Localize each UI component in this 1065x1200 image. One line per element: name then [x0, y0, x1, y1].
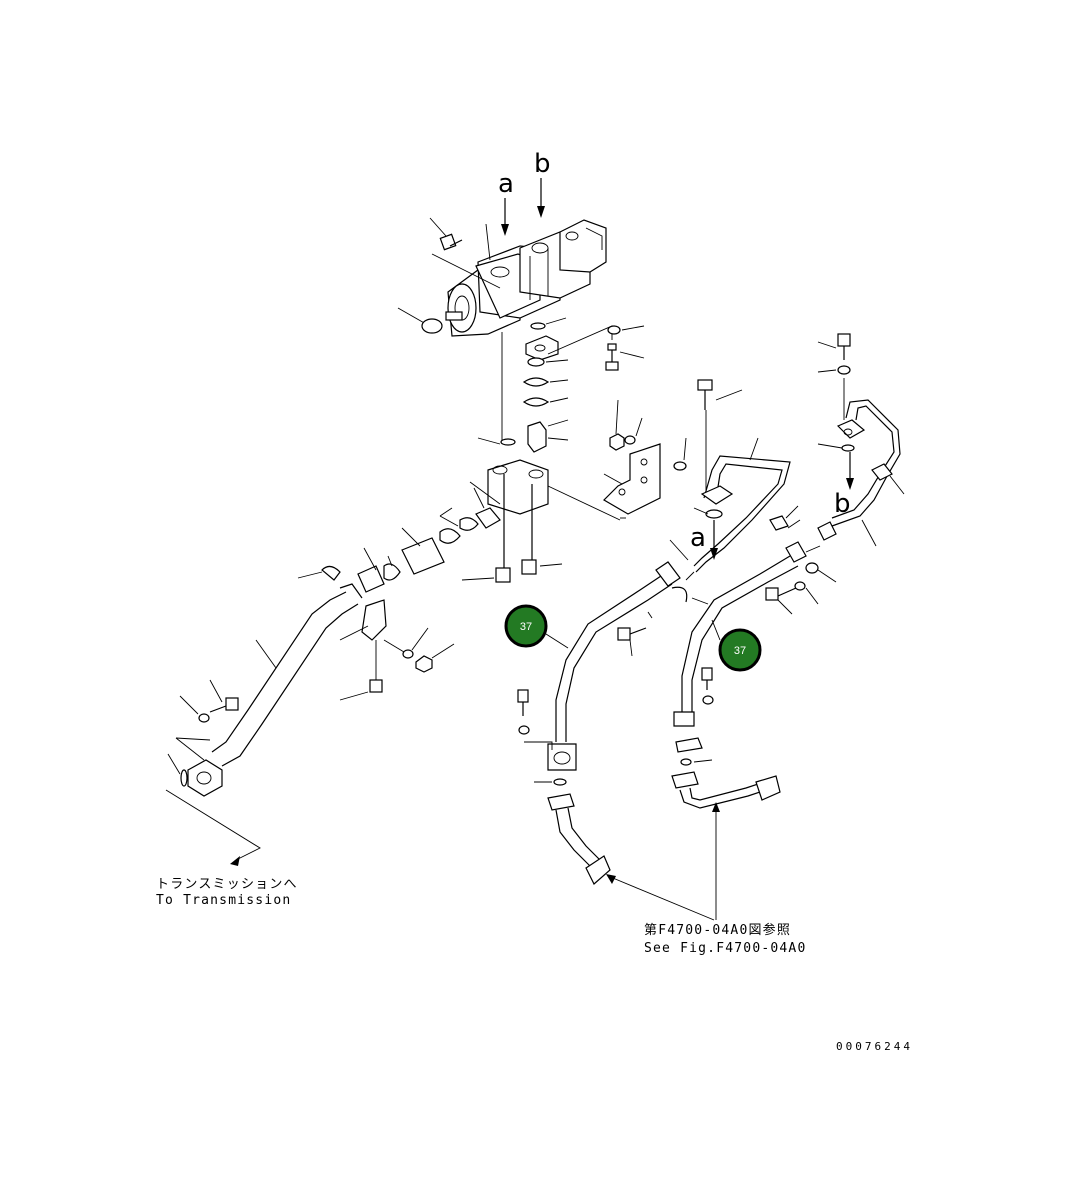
figure-number: 00076244	[836, 1040, 913, 1053]
arrow-a-lower-label: a	[690, 523, 706, 553]
right-top-pipe	[817, 333, 905, 547]
arrow-b-lower: b	[834, 452, 854, 519]
support-bracket	[469, 459, 621, 580]
arrow-a-top: a	[498, 169, 514, 236]
callout-37-right[interactable]: 37	[718, 628, 762, 672]
lower-pipe-right	[671, 771, 781, 809]
pump-assembly	[445, 219, 607, 337]
hose-right	[673, 541, 837, 766]
callout-37-left[interactable]: 37	[504, 604, 548, 648]
bracket-bolt-right	[521, 559, 563, 575]
arrow-b-top: b	[534, 149, 551, 218]
loop-pipe	[693, 437, 791, 573]
arrow-b-top-label: b	[534, 149, 551, 179]
outlet-flange-set	[477, 317, 613, 453]
callout-37-left-label: 37	[520, 621, 532, 633]
flange-bolt-1	[605, 343, 645, 371]
pipe-bolt-upper	[697, 379, 743, 490]
callout-37-right-label: 37	[734, 645, 746, 657]
see-fig-leaders	[606, 802, 720, 921]
pump-bolt	[429, 217, 463, 251]
lower-pipe-left	[547, 793, 611, 885]
pipe-bracket-left	[339, 599, 455, 701]
hose-left	[517, 539, 709, 786]
note-see-fig-en: See Fig.F4700-04A0	[644, 941, 806, 956]
arrow-b-lower-label: b	[834, 489, 851, 519]
hose-bolt-middle	[617, 611, 653, 657]
suction-hose-parts	[297, 487, 501, 593]
suction-pipe	[175, 583, 363, 797]
arrow-a-lower: a	[690, 520, 718, 560]
transmission-leader	[165, 789, 261, 866]
note-transmission-jp: トランスミッションへ	[156, 877, 298, 892]
gasket-left	[167, 753, 188, 787]
pipe-bolt-left	[179, 679, 239, 723]
arrow-a-top-label: a	[498, 169, 514, 199]
note-transmission-en: To Transmission	[156, 893, 291, 908]
note-see-fig-jp: 第F4700-04A0図参照	[644, 922, 791, 938]
bracket-bolt-left	[461, 567, 511, 583]
angle-plate	[603, 443, 661, 519]
